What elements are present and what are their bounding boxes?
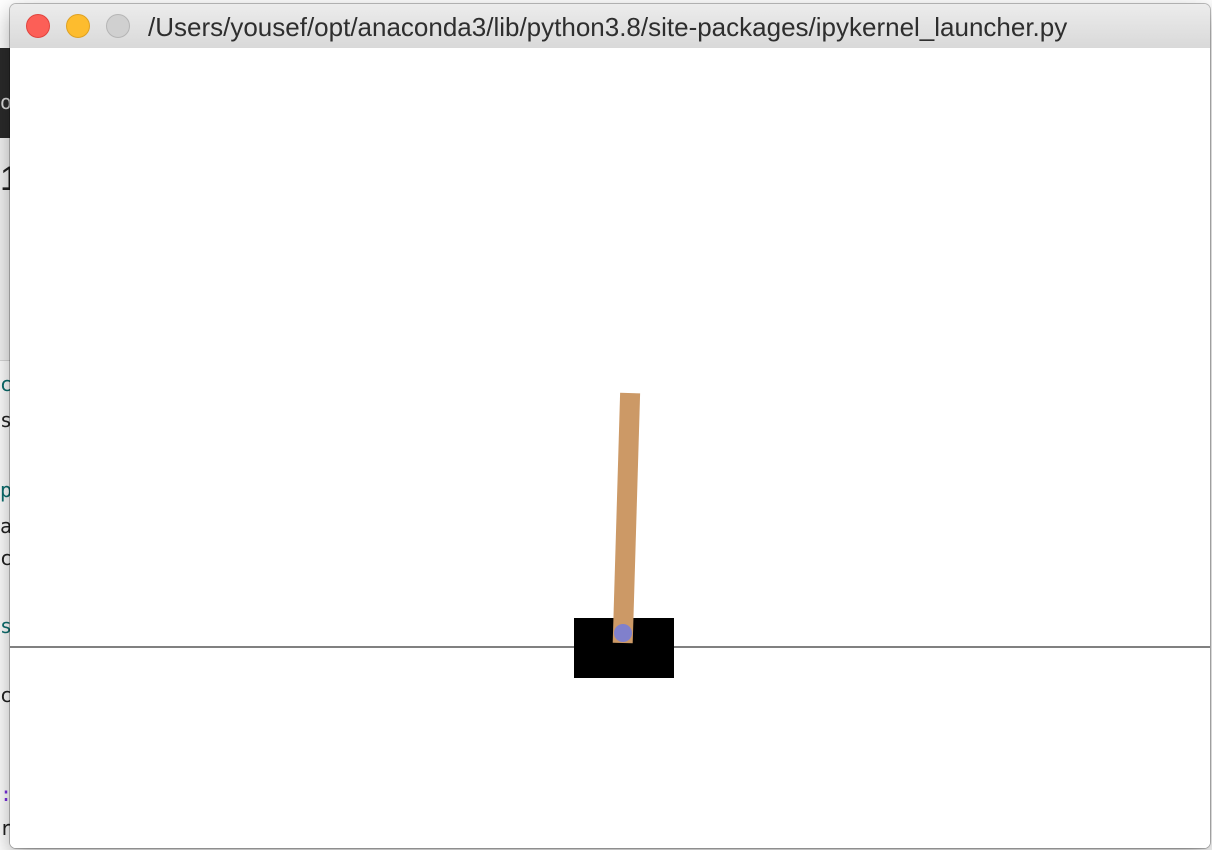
gym-render-window: /Users/yousef/opt/anaconda3/lib/python3.… xyxy=(10,4,1210,848)
background-glyph: c xyxy=(0,372,13,396)
background-glyph: o xyxy=(0,90,13,114)
cartpole-scene xyxy=(10,48,1210,848)
render-canvas xyxy=(10,48,1210,848)
background-glyph: r xyxy=(0,816,13,840)
background-glyph: : xyxy=(0,782,13,806)
window-titlebar[interactable]: /Users/yousef/opt/anaconda3/lib/python3.… xyxy=(10,4,1210,49)
background-glyph: p xyxy=(0,478,13,502)
window-title: /Users/yousef/opt/anaconda3/lib/python3.… xyxy=(148,12,1068,42)
background-glyph: c xyxy=(0,546,13,570)
background-glyph: s xyxy=(0,408,13,432)
zoom-button[interactable] xyxy=(106,14,130,38)
background-glyph: c xyxy=(0,683,13,707)
background-glyph: s xyxy=(0,614,13,638)
minimize-button[interactable] xyxy=(66,14,90,38)
background-glyph: a xyxy=(0,514,13,538)
close-button[interactable] xyxy=(26,14,50,38)
scene-background xyxy=(10,48,1210,848)
pole xyxy=(612,392,641,644)
pole-group xyxy=(612,392,641,644)
axle xyxy=(614,624,632,642)
